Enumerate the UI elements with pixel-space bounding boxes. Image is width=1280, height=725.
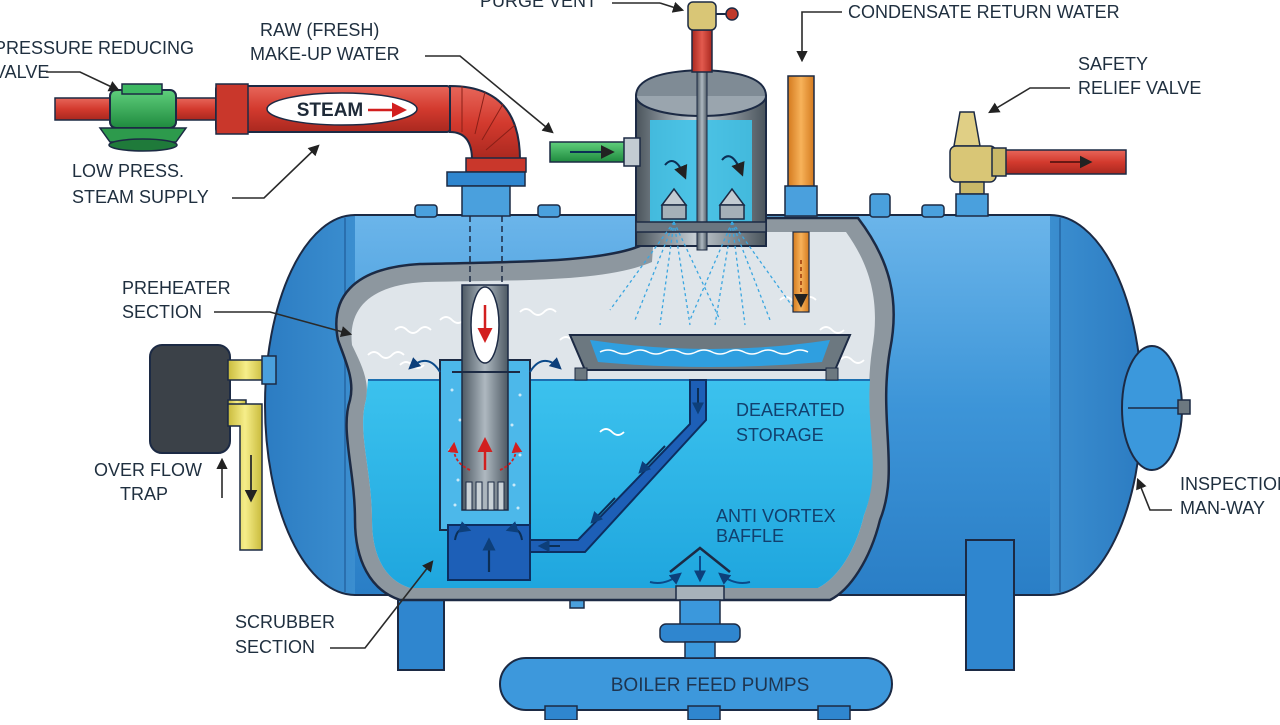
tray-pan — [568, 334, 852, 381]
deaerated-label-1: DEAERATED — [736, 400, 845, 420]
scrubber-label-1: SCRUBBER — [235, 612, 335, 632]
deaerated-label-2: STORAGE — [736, 425, 824, 445]
inspection-manway — [1121, 345, 1191, 471]
pressure-reducing-label-1: PRESSURE REDUCING — [0, 38, 194, 58]
anti-vortex-baffle — [649, 546, 751, 585]
safety-relief-label-1: SAFETY — [1078, 54, 1148, 74]
overflow-label-1: OVER FLOW — [94, 460, 202, 480]
preheater-label-1: PREHEATER — [122, 278, 231, 298]
pressure-reducing-valve — [98, 83, 188, 152]
scrubber-label-2: SECTION — [235, 637, 315, 657]
anti-vortex-label-2: BAFFLE — [716, 526, 784, 546]
boiler-feed-pumps-label: BOILER FEED PUMPS — [611, 675, 810, 696]
inspection-label-1: INSPECTION — [1180, 474, 1280, 494]
overflow-label-2: TRAP — [120, 484, 168, 504]
pressure-reducing-label-2: VALVE — [0, 62, 49, 82]
low-press-label-2: STEAM SUPPLY — [72, 187, 209, 207]
boiler-feed-pumps: BOILER FEED PUMPS — [499, 585, 893, 721]
condensate-return-pipe — [784, 75, 818, 313]
inspection-label-2: MAN-WAY — [1180, 498, 1265, 518]
steam-label: STEAM — [297, 100, 364, 121]
overflow-trap — [149, 344, 277, 551]
safety-relief-label-2: RELIEF VALVE — [1078, 78, 1201, 98]
tank-supports — [397, 539, 1015, 671]
makeup-water-inlet — [549, 137, 641, 167]
spray-dome — [635, 59, 767, 251]
purge-vent — [687, 1, 739, 73]
raw-water-label-1: RAW (FRESH) — [260, 20, 379, 40]
anti-vortex-label-1: ANTI VORTEX — [716, 506, 836, 526]
callouts: PURGE VENT CONDENSATE RETURN WATER PRESS… — [0, 0, 1280, 657]
low-press-label-1: LOW PRESS. — [72, 161, 184, 181]
preheater-label-2: SECTION — [122, 302, 202, 322]
raw-water-label-2: MAKE-UP WATER — [250, 44, 400, 64]
condensate-return-label: CONDENSATE RETURN WATER — [848, 2, 1120, 22]
spray-pattern — [609, 221, 796, 326]
purge-vent-label: PURGE VENT — [480, 0, 597, 11]
scrubber-section — [408, 284, 562, 581]
safety-relief-valve — [949, 111, 1127, 217]
